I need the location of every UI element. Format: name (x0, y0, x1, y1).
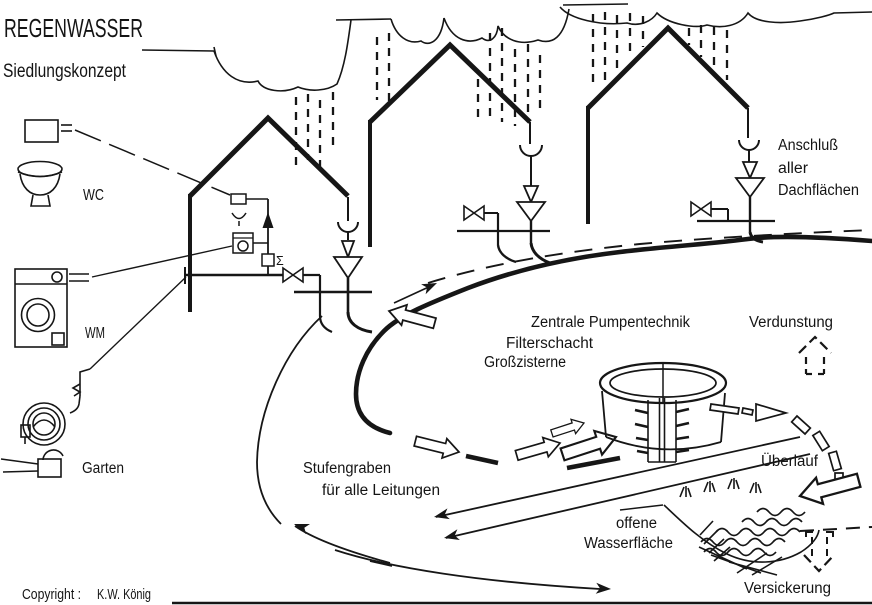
house-3 (586, 24, 775, 244)
toilet-icon (17, 119, 231, 207)
trench-label-1: Stufengraben (303, 460, 391, 477)
infiltration-arrow-icon (799, 526, 872, 573)
evaporation-label: Verdunstung (749, 314, 833, 331)
roof-connection-label-1: Anschluß (778, 137, 838, 154)
wm-box-symbol (232, 232, 254, 254)
overflow-label: Überlauf (761, 452, 819, 470)
central-tech-label-3: Großzisterne (484, 354, 566, 371)
flow-up-arrow-icon (262, 212, 274, 228)
pump-box-symbol (261, 253, 275, 267)
grass-tufts-icon (679, 478, 762, 498)
author-label: K.W. König (97, 587, 151, 603)
wc-bowl-symbol (231, 212, 247, 220)
open-water-label-1: offene (616, 515, 657, 532)
inflow-arrow-icon (412, 430, 463, 463)
water-waves-icon (700, 507, 806, 557)
wc-label: WC (83, 187, 104, 204)
garden-hose-icon (20, 276, 187, 446)
page-subtitle: Siedlungskonzept (3, 61, 127, 82)
pond-drawing (619, 478, 820, 576)
roof-connection-label-2: aller (778, 160, 808, 177)
valve-icon (463, 204, 485, 222)
house-1 (184, 114, 373, 334)
cistern-ladder (634, 398, 690, 463)
downpipe-funnel-icon (337, 221, 359, 233)
inflow-arrow-chain (465, 453, 621, 471)
house-2 (368, 41, 551, 265)
garden-label: Garten (82, 460, 124, 477)
overflow-segment-icon (790, 415, 812, 435)
watering-can-icon (0, 449, 64, 478)
rain-clouds-icon (141, 3, 872, 92)
overflow-segment-icon (827, 450, 843, 472)
evaporation-arrow-icon (798, 335, 832, 376)
infiltration-label: Versickerung (744, 580, 831, 597)
inflow-arrow-icon (513, 432, 564, 466)
valve-icon (282, 266, 304, 284)
pond-hatching (698, 520, 783, 576)
washing-machine-icon (14, 245, 233, 348)
central-tech-label-2: Filterschacht (506, 335, 594, 352)
valve-icon (690, 200, 712, 218)
pump-sigma-label: Σ (276, 254, 284, 268)
central-tech-label-1: Zentrale Pumpentechnik (531, 314, 690, 331)
open-water-label-2: Wasserfläche (584, 535, 673, 552)
pressure-supply-line (427, 229, 872, 284)
overflow-outlet-arrow-icon (795, 466, 864, 511)
circulation-loop (256, 315, 811, 590)
copyright-label: Copyright : (22, 587, 81, 603)
downpipe-funnel-icon (738, 139, 760, 151)
downspout-arrow-icon (522, 185, 540, 205)
diagram-labels: REGENWASSER Siedlungskonzept WC WM Garte… (3, 13, 859, 603)
inflow-arrow-icon (548, 415, 587, 442)
page-title: REGENWASSER (4, 13, 143, 43)
cistern-drawing (598, 361, 728, 463)
collector-pipe (353, 229, 872, 436)
downspout-arrow-icon (340, 240, 356, 260)
wm-label: WM (85, 325, 105, 342)
trench-label-2: für alle Leitungen (322, 482, 440, 499)
downspout-arrow-icon (741, 161, 759, 181)
downpipe-funnel-icon (519, 144, 543, 157)
roof-connection-label-3: Dachflächen (778, 182, 859, 199)
rain-dashes (294, 12, 729, 169)
overflow-segment-icon (811, 430, 831, 452)
overflow-arrow-chain (709, 402, 790, 423)
